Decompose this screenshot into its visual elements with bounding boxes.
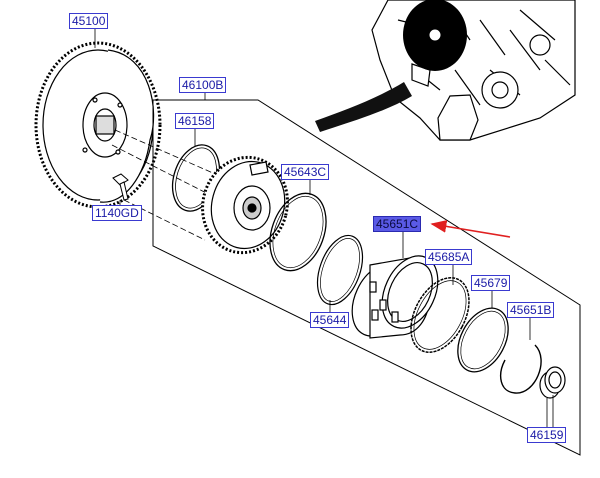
seal-ring-large bbox=[269, 192, 327, 272]
bolt bbox=[112, 173, 129, 201]
retaining-ring bbox=[499, 344, 542, 394]
mounting-band bbox=[315, 82, 412, 132]
leader-lines bbox=[94, 28, 554, 428]
label-45685a[interactable]: 45685A bbox=[425, 249, 473, 265]
label-46100b[interactable]: 46100B bbox=[179, 77, 227, 93]
label-45100[interactable]: 45100 bbox=[69, 13, 109, 29]
label-45651c[interactable]: 45651C bbox=[373, 216, 422, 232]
label-46158[interactable]: 46158 bbox=[175, 113, 215, 129]
torque-converter bbox=[34, 41, 162, 209]
label-46159[interactable]: 46159 bbox=[527, 427, 567, 443]
label-1140gd[interactable]: 1140GD bbox=[92, 205, 142, 221]
seal-ring-small bbox=[316, 234, 364, 306]
transaxle-housing bbox=[371, 0, 576, 141]
selection-arrow bbox=[430, 220, 511, 238]
bushing bbox=[539, 366, 566, 399]
assembly-box bbox=[152, 99, 581, 456]
snap-ring bbox=[410, 277, 470, 353]
label-45643c[interactable]: 45643C bbox=[281, 164, 330, 180]
clutch-drum bbox=[351, 255, 439, 339]
label-45679[interactable]: 45679 bbox=[471, 275, 511, 291]
label-45644[interactable]: 45644 bbox=[310, 312, 350, 328]
thrust-ring bbox=[457, 307, 509, 373]
oil-pump bbox=[201, 155, 289, 255]
label-45651b[interactable]: 45651B bbox=[507, 302, 555, 318]
